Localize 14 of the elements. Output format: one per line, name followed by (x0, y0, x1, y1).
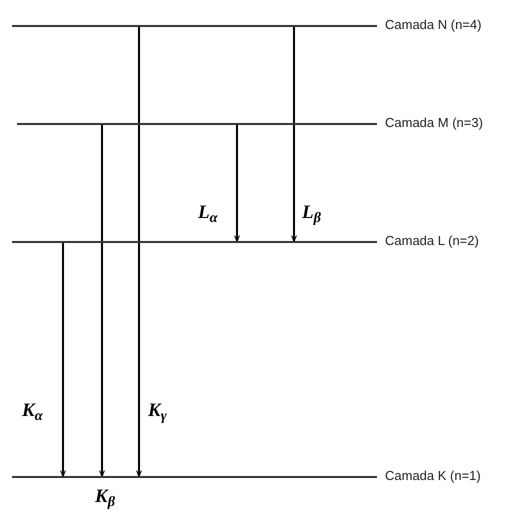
level-label: Camada K (n=1) (385, 467, 481, 485)
level-label: Camada L (n=2) (385, 232, 479, 250)
level-label: Camada M (n=3) (385, 114, 483, 132)
edge-label: K$_{α}$ (22, 400, 43, 422)
edge-label: L$_{α}$ (198, 202, 218, 224)
transition-arrow (291, 26, 297, 242)
edge-label: K$_{γ}$ (148, 400, 167, 422)
edge-label: K$_{β}$ (95, 486, 115, 508)
transition-arrow (234, 124, 240, 242)
transition-arrow (60, 242, 66, 478)
level-label: Camada N (n=4) (385, 16, 482, 34)
transition-arrow (99, 124, 105, 478)
edge-label: L$_{β}$ (302, 202, 321, 224)
transition-arrow (136, 26, 142, 478)
